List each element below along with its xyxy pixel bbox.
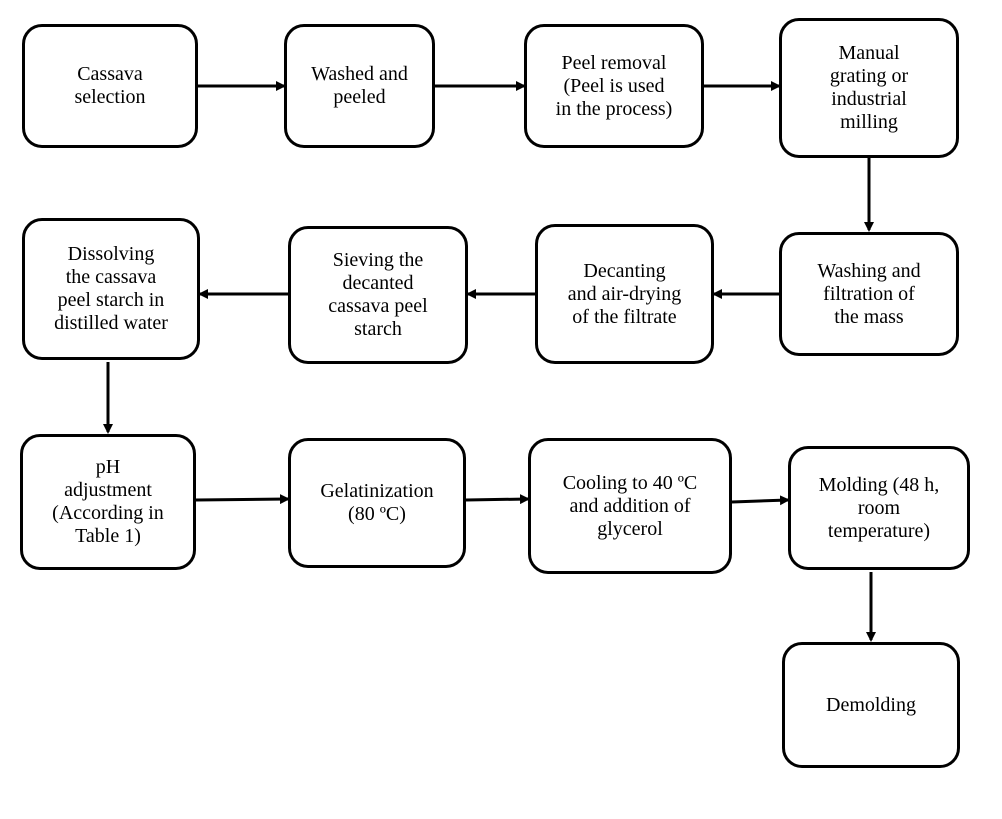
- step-label: Washed and peeled: [311, 63, 408, 108]
- step-label: Dissolving the cassava peel starch in di…: [54, 243, 168, 334]
- step-cassava-selection: Cassava selection: [22, 24, 198, 148]
- step-washed-peeled: Washed and peeled: [284, 24, 435, 148]
- arrow-ph-adjustment-to-gelatinization: [195, 494, 290, 505]
- step-ph-adjustment: pH adjustment (According in Table 1): [20, 434, 196, 570]
- step-label: Manual grating or industrial milling: [829, 42, 909, 133]
- step-label: Molding (48 h, room temperature): [818, 473, 940, 542]
- arrow-gelatinization-to-cooling-glycerol: [465, 494, 530, 505]
- step-label: Cassava selection: [74, 63, 146, 108]
- step-label: Cooling to 40 ºC and addition of glycero…: [562, 471, 698, 540]
- step-label: Peel removal (Peel is used in the proces…: [555, 51, 673, 120]
- step-washing-filtration: Washing and filtration of the mass: [779, 232, 959, 356]
- step-demolding: Demolding: [782, 642, 960, 768]
- step-label: Decanting and air-drying of the filtrate: [567, 259, 682, 328]
- arrow-cooling-glycerol-to-molding: [731, 495, 790, 506]
- step-peel-removal: Peel removal (Peel is used in the proces…: [524, 24, 704, 148]
- step-label: Gelatinization (80 ºC): [320, 480, 434, 525]
- step-decanting-drying: Decanting and air-drying of the filtrate: [535, 224, 714, 364]
- step-cooling-glycerol: Cooling to 40 ºC and addition of glycero…: [528, 438, 732, 574]
- step-label: Washing and filtration of the mass: [817, 259, 921, 328]
- step-molding: Molding (48 h, room temperature): [788, 446, 970, 570]
- step-grating-milling: Manual grating or industrial milling: [779, 18, 959, 158]
- step-label: Sieving the decanted cassava peel starch: [328, 249, 428, 340]
- step-sieving: Sieving the decanted cassava peel starch: [288, 226, 468, 364]
- step-label: pH adjustment (According in Table 1): [52, 456, 164, 547]
- step-label: Demolding: [826, 693, 916, 716]
- step-dissolving: Dissolving the cassava peel starch in di…: [22, 218, 200, 360]
- step-gelatinization: Gelatinization (80 ºC): [288, 438, 466, 568]
